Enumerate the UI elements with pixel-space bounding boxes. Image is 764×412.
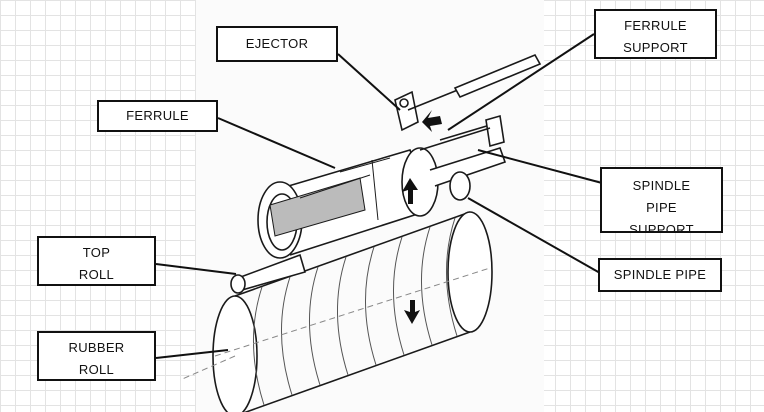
arrow-roll xyxy=(404,300,420,324)
ferrule-label: FERRULE xyxy=(97,100,218,132)
leader-spindle-pipe-support xyxy=(477,149,603,184)
ejector-shape xyxy=(394,53,542,132)
top-roll-shape xyxy=(230,253,306,294)
rubber-roll-label: RUBBER ROLL xyxy=(37,331,156,381)
ferrule-shape xyxy=(257,147,439,259)
leader-ejector xyxy=(337,53,401,111)
ejector-label: EJECTOR xyxy=(216,26,338,62)
arrow-ferrule xyxy=(402,178,418,204)
ferrule-support-label: FERRULE SUPPORT xyxy=(594,9,717,59)
rubber-roll-shape xyxy=(179,211,493,412)
leader-ferrule xyxy=(217,117,336,169)
ferrule-support-shape xyxy=(419,114,505,151)
leader-top-roll xyxy=(155,263,237,275)
spindle-pipe-label: SPINDLE PIPE xyxy=(598,258,722,292)
spindle-pipe-support-label: SPINDLE PIPE SUPPORT xyxy=(600,167,723,233)
spindle-pipe-shape xyxy=(429,121,507,201)
top-roll-label: TOP ROLL xyxy=(37,236,156,286)
leader-ferrule-support xyxy=(447,33,595,131)
arrow-ejector xyxy=(422,110,442,132)
leader-rubber-roll xyxy=(155,349,229,359)
leader-spindle-pipe xyxy=(467,197,601,274)
